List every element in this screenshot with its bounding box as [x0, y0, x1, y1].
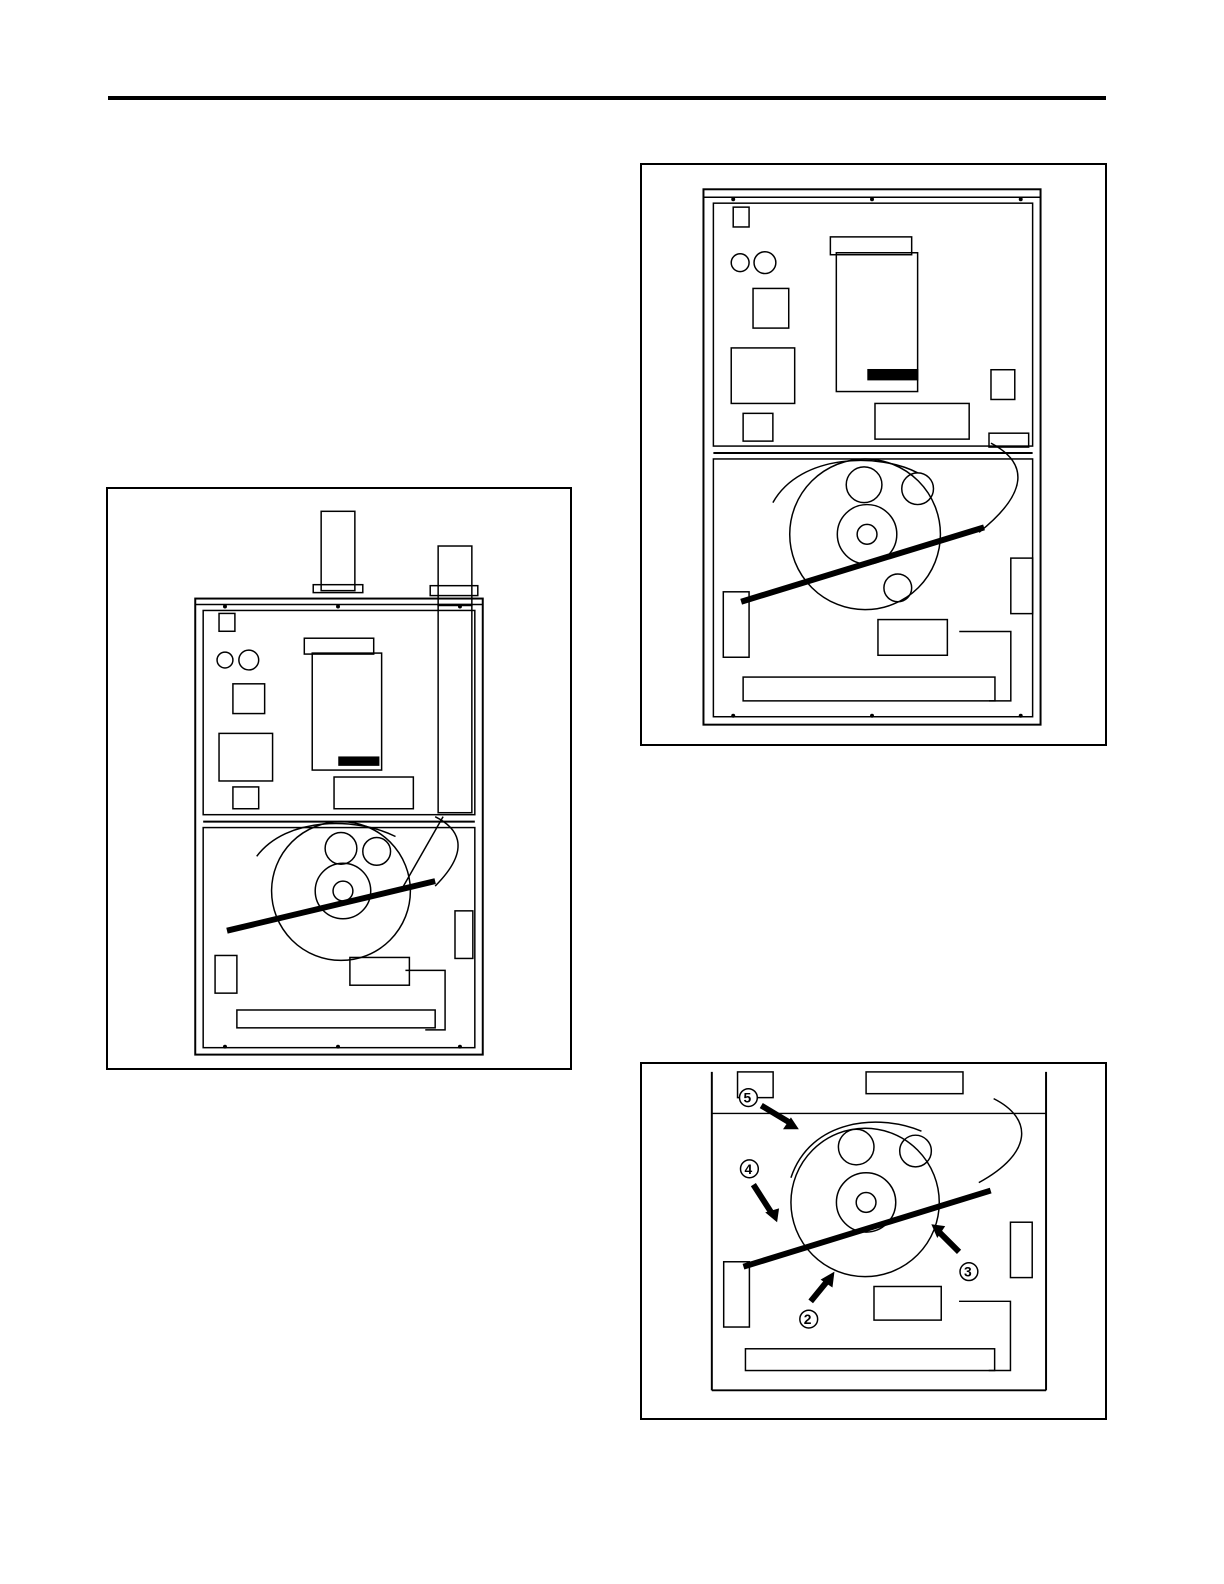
- callout-3: 3: [964, 1264, 972, 1280]
- callout-4: 4: [744, 1161, 752, 1177]
- figure-furnace-callouts: 5 4 3 2: [640, 1062, 1107, 1420]
- figure-furnace-panel-removed: [640, 163, 1107, 746]
- header-rule: [108, 96, 1106, 100]
- figure-furnace-full: [106, 487, 572, 1070]
- furnace-callouts-drawing: 5 4 3 2: [642, 1064, 1105, 1418]
- furnace-full-drawing: [108, 489, 570, 1068]
- furnace-panel-drawing: [642, 165, 1105, 744]
- callout-2: 2: [804, 1311, 812, 1327]
- callout-5: 5: [743, 1090, 751, 1106]
